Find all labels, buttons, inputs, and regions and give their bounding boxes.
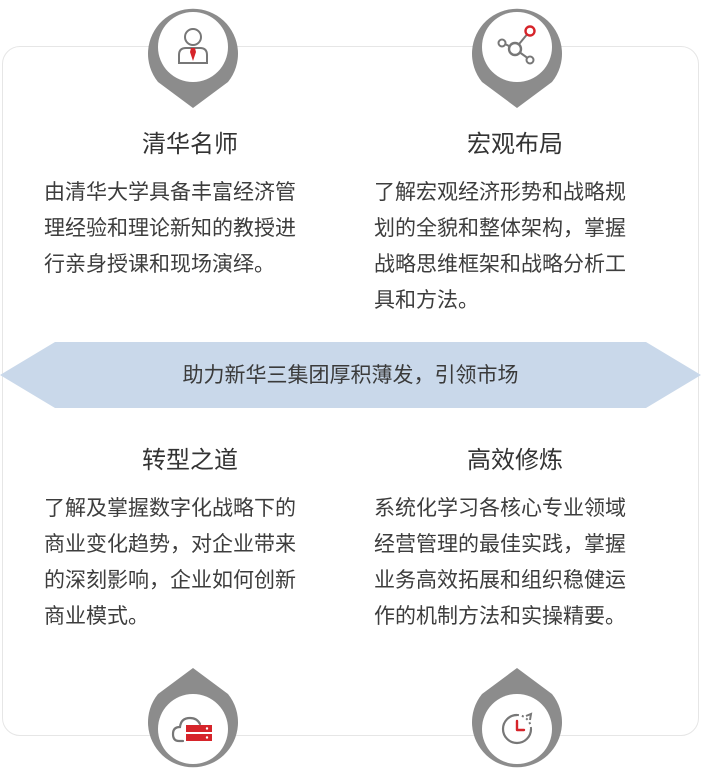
desc-line: 战略思维框架和战略分析工 [374, 252, 626, 276]
desc-line: 理经验和理论新知的教授进 [44, 216, 296, 240]
desc-line: 具和方法。 [374, 288, 479, 312]
desc-line: 商业模式。 [44, 604, 149, 628]
network-nodes-icon [497, 25, 536, 65]
desc-line: 行亲身授课和现场演绎。 [44, 252, 275, 276]
pin-teacher [138, 0, 248, 110]
banner-shape [0, 342, 701, 408]
pin-clock [462, 666, 572, 776]
slogan-banner: 助力新华三集团厚积薄发，引领市场 [0, 342, 701, 408]
feature-desc-1: 由清华大学具备丰富经济管 理经验和理论新知的教授进 行亲身授课和现场演绎。 [44, 174, 354, 282]
feature-desc-4: 系统化学习各核心专业领域 经营管理的最佳实践，掌握 业务高效拓展和组织稳健运 作… [374, 490, 684, 634]
desc-line: 业务高效拓展和组织稳健运 [374, 568, 626, 592]
feature-title-2: 宏观布局 [467, 130, 563, 158]
teacher-icon [178, 28, 208, 64]
desc-line: 经营管理的最佳实践，掌握 [374, 532, 626, 556]
banner-text: 助力新华三集团厚积薄发，引领市场 [182, 363, 519, 387]
desc-line: 了解宏观经济形势和战略规 [374, 180, 626, 204]
clock-refresh-icon [501, 712, 533, 745]
feature-desc-2: 了解宏观经济形势和战略规 划的全貌和整体架构，掌握 战略思维框架和战略分析工 具… [374, 174, 684, 318]
desc-line: 的深刻影响，企业如何创新 [44, 568, 296, 592]
pin-cloud-server [138, 666, 248, 776]
cloud-server-icon [171, 716, 212, 743]
pin-shape [472, 668, 562, 768]
desc-line: 商业变化趋势，对企业带来 [44, 532, 296, 556]
feature-title-1: 清华名师 [142, 130, 238, 158]
desc-line: 了解及掌握数字化战略下的 [44, 496, 296, 520]
feature-title-4: 高效修炼 [467, 446, 563, 474]
desc-line: 由清华大学具备丰富经济管 [44, 180, 296, 204]
desc-line: 作的机制方法和实操精要。 [374, 604, 626, 628]
pin-network [462, 0, 572, 110]
desc-line: 系统化学习各核心专业领域 [374, 496, 626, 520]
feature-desc-3: 了解及掌握数字化战略下的 商业变化趋势，对企业带来 的深刻影响，企业如何创新 商… [44, 490, 354, 634]
desc-line: 划的全貌和整体架构，掌握 [374, 216, 626, 240]
feature-title-3: 转型之道 [142, 446, 238, 474]
